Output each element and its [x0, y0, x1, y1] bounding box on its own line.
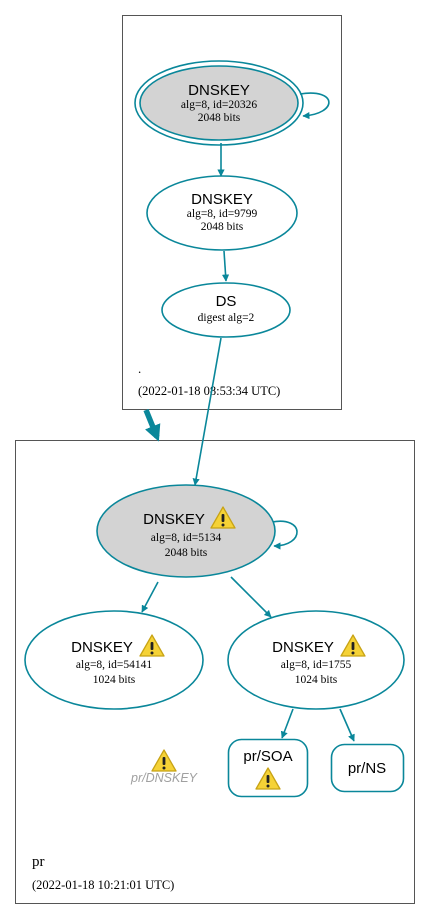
pr-dnskey-warning[interactable]: pr/DNSKEY [130, 749, 199, 785]
node-root-ksk[interactable]: DNSKEY alg=8, id=20326 2048 bits [134, 60, 304, 146]
node-pr-soa[interactable]: pr/SOA [227, 738, 309, 798]
node-root-ds[interactable]: DS digest alg=2 [161, 282, 291, 338]
delegation-arrow [143, 408, 161, 442]
node-digest: digest alg=2 [198, 312, 255, 324]
node-alg-id: alg=8, id=5134 [151, 532, 222, 544]
edge-pr-ksk-to-zsk1 [141, 581, 159, 613]
self-loop-root-ksk [299, 92, 330, 120]
node-alg-id: alg=8, id=54141 [76, 659, 152, 671]
node-alg-id: alg=8, id=20326 [181, 99, 257, 111]
node-title: DNSKEY [191, 191, 253, 208]
zone-root: . (2022-01-18 08:53:34 UTC) [122, 15, 342, 410]
node-title: DNSKEY [71, 639, 133, 656]
node-title: pr/SOA [243, 748, 292, 765]
node-key-size: 1024 bits [93, 674, 136, 686]
node-key-size: 2048 bits [198, 112, 241, 124]
node-pr-zsk-54141[interactable]: DNSKEY alg=8, id=54141 1024 bits [24, 610, 204, 710]
zone-root-name: . [138, 361, 141, 376]
zone-pr-name: pr [32, 854, 45, 870]
node-pr-zsk-1755[interactable]: DNSKEY alg=8, id=1755 1024 bits [227, 610, 405, 710]
node-title: DNSKEY [188, 82, 250, 99]
node-pr-ksk[interactable]: DNSKEY alg=8, id=5134 2048 bits [96, 484, 276, 578]
node-title: DNSKEY [143, 511, 205, 528]
node-title: DNSKEY [272, 639, 334, 656]
node-pr-ns[interactable]: pr/NS [330, 743, 405, 793]
zone-pr: pr (2022-01-18 10:21:01 UTC) [15, 440, 415, 904]
self-loop-pr-ksk [271, 520, 298, 550]
node-alg-id: alg=8, id=1755 [281, 659, 352, 671]
edge-ds-to-pr-ksk [192, 337, 222, 486]
node-root-zsk[interactable]: DNSKEY alg=8, id=9799 2048 bits [146, 175, 298, 251]
node-title: pr/NS [348, 760, 386, 777]
node-alg-id: alg=8, id=9799 [187, 208, 258, 220]
node-key-size: 1024 bits [295, 674, 338, 686]
zone-root-timestamp: (2022-01-18 08:53:34 UTC) [138, 384, 280, 398]
pr-dnskey-label: pr/DNSKEY [130, 771, 199, 785]
warning-triangle-icon[interactable] [151, 749, 177, 772]
edge-pr-ksk-to-zsk2 [230, 576, 272, 618]
edge-zsk2-to-soa [280, 708, 294, 739]
node-title: DS [216, 293, 237, 310]
edge-root-zsk-to-ds [221, 250, 230, 282]
node-key-size: 2048 bits [165, 547, 208, 559]
edges [141, 92, 355, 742]
zone-pr-timestamp: (2022-01-18 10:21:01 UTC) [32, 878, 174, 892]
edge-zsk2-to-ns [339, 708, 355, 742]
node-key-size: 2048 bits [201, 221, 244, 233]
